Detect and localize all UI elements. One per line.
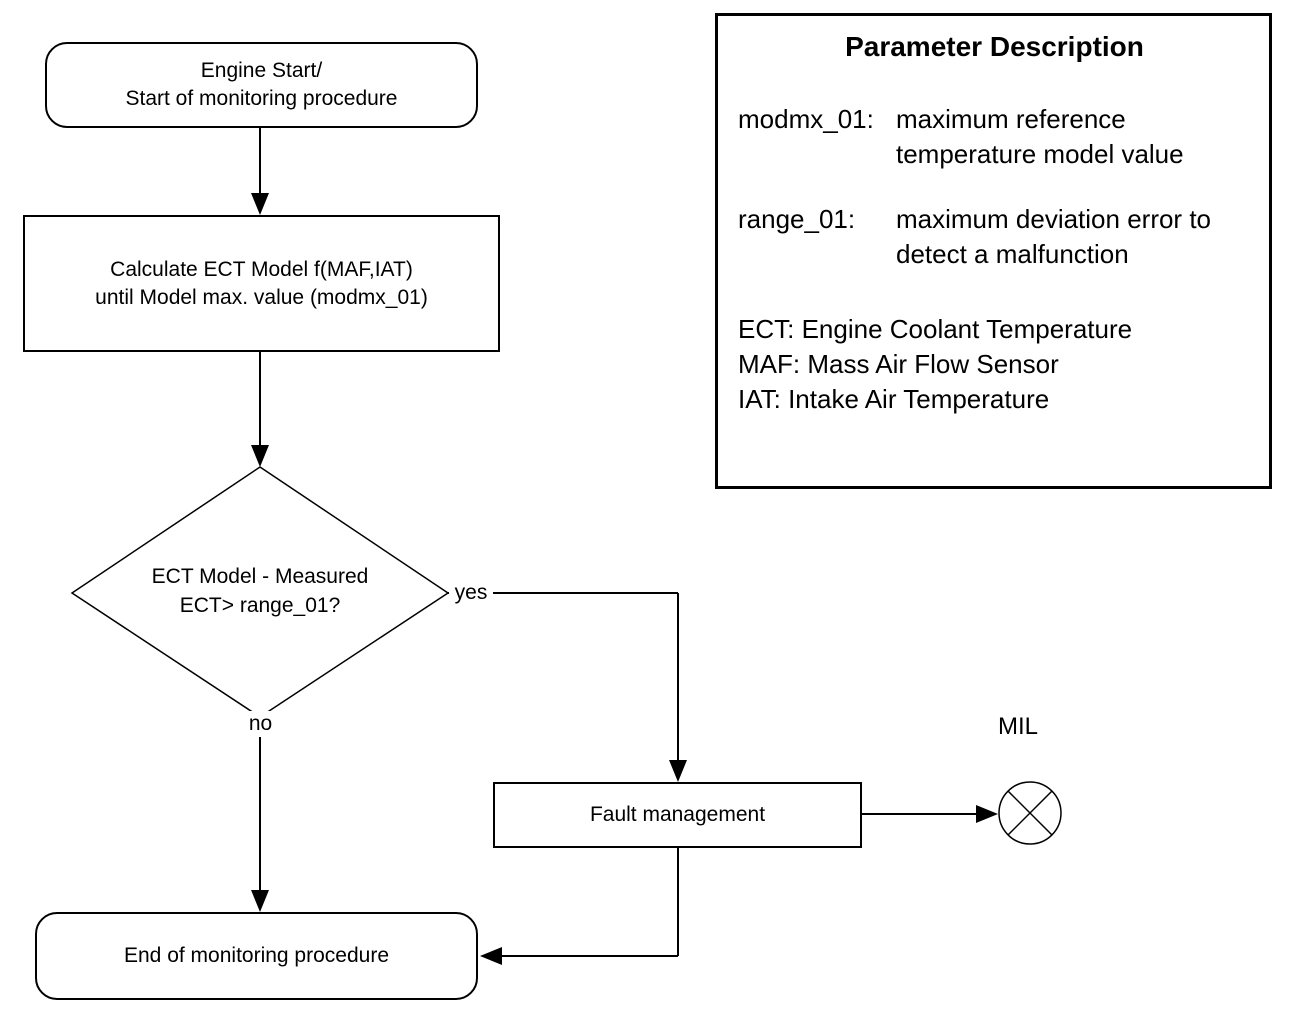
parameter-description-panel: Parameter Description modmx_01: maximum …	[715, 13, 1272, 489]
arrowhead-down-icon	[669, 760, 687, 782]
edge-decision-yes-to-fault	[448, 592, 687, 782]
end-node: End of monitoring procedure	[35, 912, 478, 1000]
fault-management-node: Fault management	[493, 782, 862, 848]
abbreviation-line: IAT: Intake Air Temperature	[738, 384, 1050, 414]
end-node-label: End of monitoring procedure	[124, 944, 389, 967]
fault-node-label: Fault management	[589, 803, 766, 826]
param-description: maximum reference temperature model valu…	[896, 104, 1184, 169]
decision-node-label: ECT Model - Measured ECT> range_01?	[151, 565, 369, 617]
edge-start-to-calculate	[251, 128, 269, 215]
param-row: range_01: maximum deviation error to det…	[738, 202, 1251, 272]
mil-label: MIL	[997, 713, 1038, 740]
param-name: modmx_01:	[738, 104, 874, 134]
start-node: Engine Start/ Start of monitoring proced…	[45, 42, 478, 128]
legend-title: Parameter Description	[845, 31, 1144, 62]
start-node-label: Engine Start/ Start of monitoring proced…	[125, 59, 398, 110]
param-row: modmx_01: maximum reference temperature …	[738, 102, 1251, 172]
edge-fault-to-mil	[862, 805, 998, 823]
no-edge-label: no	[244, 711, 277, 737]
edge-calculate-to-decision	[251, 352, 269, 467]
param-description: maximum deviation error to detect a malf…	[896, 204, 1211, 269]
edge-fault-to-end	[480, 848, 679, 965]
calculate-ect-model-node: Calculate ECT Model f(MAF,IAT) until Mod…	[23, 215, 500, 352]
abbreviation-list: ECT: Engine Coolant Temperature MAF: Mas…	[738, 312, 1251, 417]
arrowhead-down-icon	[251, 890, 269, 912]
abbreviation-line: MAF: Mass Air Flow Sensor	[738, 349, 1059, 379]
param-name: range_01:	[738, 204, 856, 234]
yes-edge-label: yes	[449, 580, 493, 606]
mil-lamp-icon	[998, 781, 1062, 845]
edge-decision-no-to-end	[251, 717, 269, 912]
calculate-node-label: Calculate ECT Model f(MAF,IAT) until Mod…	[95, 257, 428, 309]
arrowhead-left-icon	[480, 947, 502, 965]
arrowhead-down-icon	[251, 445, 269, 467]
abbreviation-line: ECT: Engine Coolant Temperature	[738, 314, 1133, 344]
arrowhead-down-icon	[251, 193, 269, 215]
arrowhead-right-icon	[976, 805, 998, 823]
